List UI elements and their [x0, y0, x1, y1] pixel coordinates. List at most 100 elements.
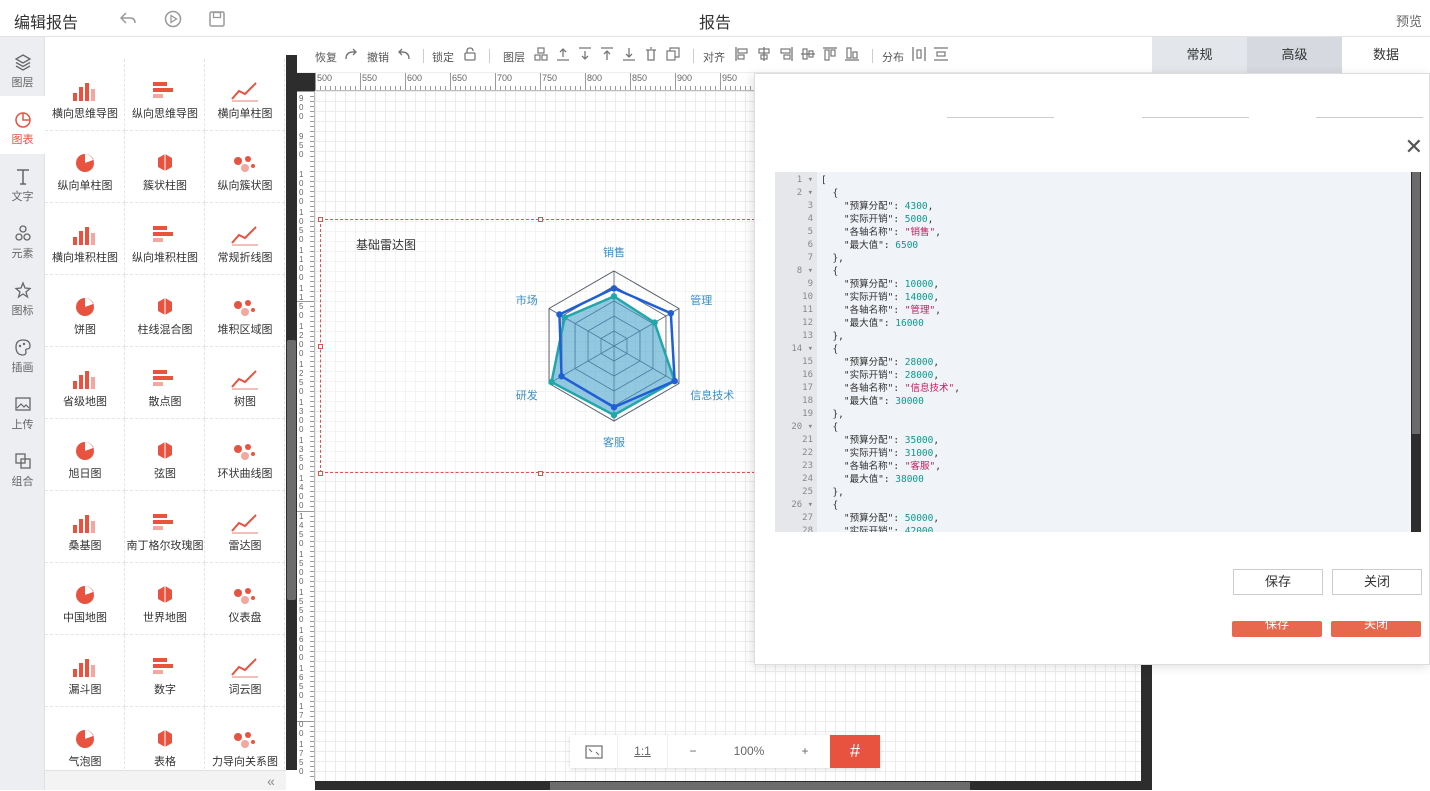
save-button[interactable]: 保存 [1233, 569, 1323, 595]
rail-item-text[interactable]: 文字 [0, 153, 45, 211]
palette-item[interactable]: 横向单柱图 [205, 59, 285, 131]
copy-icon[interactable] [665, 46, 681, 62]
palette-item[interactable]: 南丁格尔玫瑰图 [125, 491, 205, 563]
align-right-icon[interactable] [778, 46, 794, 62]
send-bottom-icon[interactable] [577, 46, 593, 62]
chart-title: 基础雷达图 [356, 238, 417, 252]
resize-handle[interactable] [538, 217, 543, 222]
rail-item-pie-chart[interactable]: 图表 [0, 96, 45, 154]
lock-icon[interactable] [462, 46, 478, 62]
palette-item[interactable]: 弦图 [125, 419, 205, 491]
palette-item[interactable]: 表格 [125, 707, 205, 770]
delete-icon[interactable] [643, 46, 659, 62]
align-top-icon[interactable] [822, 46, 838, 62]
palette-item-label: 桑基图 [68, 540, 102, 552]
palette-item[interactable]: 词云图 [205, 635, 285, 707]
palette-item[interactable]: 旭日图 [45, 419, 125, 491]
distribute-label[interactable]: 分布 [882, 52, 904, 64]
move-down-icon[interactable] [621, 46, 637, 62]
collapse-icon[interactable]: « [267, 773, 275, 789]
radar-chart-widget[interactable]: 基础雷达图 销售管理信息技术客服研发市场 [318, 217, 763, 476]
ruler-tick [310, 761, 314, 762]
bring-top-icon[interactable] [555, 46, 571, 62]
tab-general[interactable]: 常规 [1152, 37, 1247, 73]
align-label[interactable]: 对齐 [703, 52, 725, 64]
resize-handle[interactable] [318, 217, 323, 222]
close-button[interactable]: 关闭 [1332, 569, 1422, 595]
lock-label[interactable]: 锁定 [432, 52, 454, 64]
fit-screen-icon[interactable] [570, 735, 618, 768]
back-icon[interactable] [118, 9, 138, 29]
palette-item[interactable]: 漏斗图 [45, 635, 125, 707]
code-line: "各轴名称": "销售", [821, 227, 941, 238]
editor-scroll-thumb[interactable] [1412, 172, 1420, 434]
palette-item[interactable]: 桑基图 [45, 491, 125, 563]
palette-item[interactable]: 雷达图 [205, 491, 285, 563]
rail-item-palette[interactable]: 插画 [0, 324, 45, 382]
palette-item[interactable]: 省级地图 [45, 347, 125, 419]
undo-icon[interactable] [396, 47, 412, 63]
palette-item[interactable]: 常规折线图 [205, 203, 285, 275]
palette-item[interactable]: 数字 [125, 635, 205, 707]
distribute-vertical-icon[interactable] [933, 46, 949, 62]
zoom-in-button[interactable]: + [801, 744, 809, 758]
align-center-icon[interactable] [756, 46, 772, 62]
radar-axis-label: 研发 [515, 389, 538, 402]
ruler-tick [310, 471, 314, 472]
grid-toggle-button[interactable]: # [830, 735, 880, 768]
undo-label[interactable]: 撤销 [367, 52, 389, 64]
tab-data[interactable]: 数据 [1342, 37, 1430, 73]
canvas-hscroll-thumb[interactable] [550, 782, 970, 790]
palette-item[interactable]: 仪表盘 [205, 563, 285, 635]
play-icon[interactable] [163, 9, 183, 29]
palette-item[interactable]: 簇状柱图 [125, 131, 205, 203]
palette-item[interactable]: 柱线混合图 [125, 275, 205, 347]
palette-item[interactable]: 树图 [205, 347, 285, 419]
close-button-secondary[interactable]: 关闭 [1331, 621, 1421, 637]
redo-label[interactable]: 恢复 [315, 52, 337, 64]
resize-handle[interactable] [318, 471, 323, 476]
resize-handle[interactable] [318, 344, 323, 349]
tab-advanced[interactable]: 高级 [1247, 37, 1342, 73]
align-bottom-icon[interactable] [844, 46, 860, 62]
redo-icon[interactable] [343, 47, 359, 63]
layer-label[interactable]: 图层 [503, 52, 525, 64]
code-line: "最大值": 30000 [821, 396, 924, 407]
rail-item-layers[interactable]: 图层 [0, 39, 45, 97]
align-left-icon[interactable] [734, 46, 750, 62]
palette-item[interactable]: 纵向簇状图 [205, 131, 285, 203]
palette-item[interactable]: 世界地图 [125, 563, 205, 635]
preview-button[interactable]: 预览 [1395, 14, 1422, 29]
palette-item[interactable]: 堆积区域图 [205, 275, 285, 347]
palette-item[interactable]: 气泡图 [45, 707, 125, 770]
zoom-out-button[interactable]: − [689, 744, 697, 758]
save-button-secondary[interactable]: 保存 [1232, 621, 1322, 637]
ruler-tick [310, 131, 314, 132]
palette-item[interactable]: 横向堆积柱图 [45, 203, 125, 275]
palette-item[interactable]: 纵向思维导图 [125, 59, 205, 131]
palette-item[interactable]: 力导向关系图 [205, 707, 285, 770]
rail-item-star[interactable]: 图标 [0, 267, 45, 325]
palette-item[interactable]: 横向思维导图 [45, 59, 125, 131]
layer-up-icon[interactable] [533, 46, 549, 62]
move-up-icon[interactable] [599, 46, 615, 62]
palette-scroll-thumb[interactable] [287, 340, 296, 600]
align-middle-icon[interactable] [800, 46, 816, 62]
save-icon[interactable] [207, 9, 227, 29]
resize-handle[interactable] [538, 471, 543, 476]
rail-item-group[interactable]: 组合 [0, 438, 45, 496]
distribute-horizontal-icon[interactable] [911, 46, 927, 62]
palette-item[interactable]: 环状曲线图 [205, 419, 285, 491]
close-icon[interactable]: ✕ [1404, 134, 1423, 159]
palette-item[interactable]: 纵向单柱图 [45, 131, 125, 203]
palette-item[interactable]: 中国地图 [45, 563, 125, 635]
palette-item[interactable]: 饼图 [45, 275, 125, 347]
palette-item[interactable]: 纵向堆积柱图 [125, 203, 205, 275]
rail-item-shapes[interactable]: 元素 [0, 210, 45, 268]
mindmap-v-icon [153, 82, 173, 98]
palette-item[interactable]: 散点图 [125, 347, 205, 419]
json-code-editor[interactable]: 1 ▾2 ▾3 4 5 6 7 8 ▾9 10 11 12 13 14 ▾15 … [775, 172, 1421, 532]
rail-item-upload-image[interactable]: 上传 [0, 381, 45, 439]
code-line: }, [821, 331, 844, 342]
actual-size-button[interactable]: 1:1 [618, 735, 668, 768]
